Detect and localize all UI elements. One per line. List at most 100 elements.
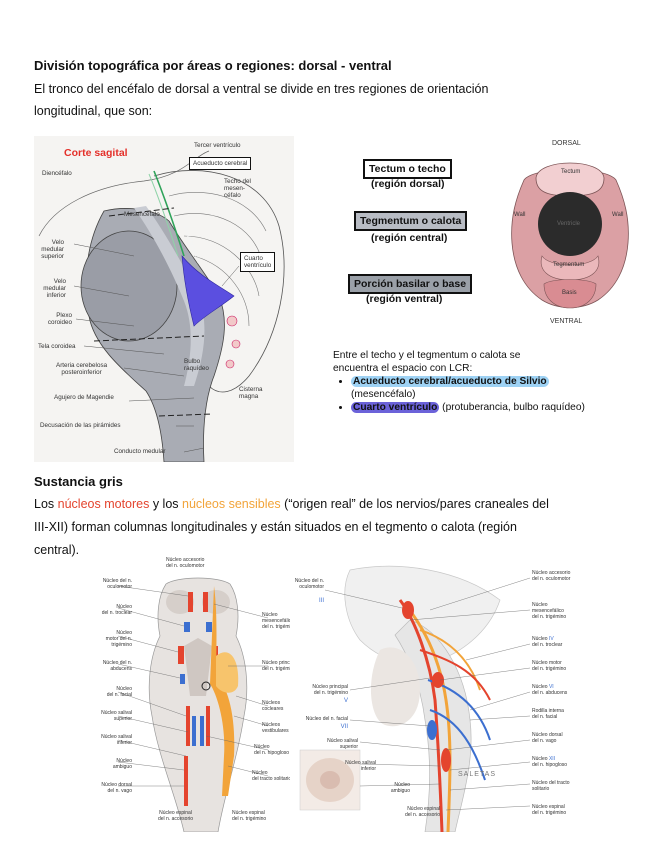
lcr-note-intro1: Entre el techo y el tegmentum o calota s… [333,350,521,361]
label-tegmentum-schematic: Tegmentum [553,262,585,268]
nuc2-r-2: Núcleo mesencefálico del n. trigémino [532,602,567,620]
lcr-item-acueducto-rest: (mesencéfalo) [351,389,416,400]
label-mesencefalo: Mesencéfalo [124,211,160,218]
label-cisterna-magna: Cisterna magna [239,386,263,400]
text-origen-real: (“origen real” de los nervios/pares cran… [280,497,549,511]
lcr-note-list: Acueducto cerebral/acueducto de Silvio (m… [333,375,633,414]
label-ventral: VENTRAL [550,318,583,325]
nuc-l-6: Núcleo salival superior [101,710,132,722]
nuc2-l-7: Núcleo espinal del n. accesorio [404,806,440,818]
nuc2-r-5-textb: del n. abducens [532,690,568,696]
nuc2-r-3-text: Núcleo [532,636,548,642]
lcr-note: Entre el techo y el tegmentum o calota s… [333,349,633,414]
nuc2-r-1: Núcleo accesorio del n. oculomotor [532,570,571,582]
nuc2-l-4: Núcleo salival superior [327,738,358,750]
nuc-r-4: Núcleos vestibulares [262,722,289,734]
nuc2-r-8-text: Núcleo [532,756,548,762]
sustancia-gris-line2: III-XII) forman columnas longitudinales … [34,520,517,534]
intro-text-line2: longitudinal, que son: [34,104,153,118]
nuc-l-3: Núcleo motor del n. trigémino [105,630,132,648]
nuc-b-2: Núcleo espinal del n. trigémino [232,810,267,822]
nuc-l-8: Núcleo ambiguo [112,758,132,770]
nuc-r-6: Núcleo del tracto solitario [252,770,292,782]
nuclei-dorsal-figure: Núcleo accesorio del n. oculomotor Núcle… [88,556,303,832]
highlight-acueducto: Acueducto cerebral/acueducto de Silvio [351,376,549,387]
nuc2-r-7: Núcleo dorsal del n. vago [532,732,563,744]
nuc2-r-5-text: Núcleo [532,684,548,690]
label-velo-inferior: Velo medular inferior [43,278,66,299]
nuc2-l-1: Núcleo del n. oculomotor [294,578,324,590]
nuc-l-4: Núcleo del n. abducens [102,660,132,672]
sagittal-section-figure: Corte sagital Tercer ventrículo Acueduct… [34,136,294,462]
region-box-tectum: Tectum o techo [363,159,452,179]
label-decusacion-piramides: Decusación de las pirámides [40,422,121,429]
label-conducto-medular: Conducto medular [114,448,166,455]
label-agujero-magendie: Agujero de Magendie [54,394,114,401]
nuc2-l-3: Núcleo del n. facial [305,716,348,722]
nuc2-r-10: Núcleo espinal del n. trigémino [532,804,567,816]
nuc2-l-1-roman: III [318,598,324,604]
lcr-item-cuarto-rest: (protuberancia, bulbo raquídeo) [439,402,585,413]
label-tectum-schematic: Tectum [561,169,581,175]
label-tercer-ventriculo: Tercer ventrículo [194,142,241,149]
nuclei-lateral-figure: Núcleo del n. oculomotor III Núcleo prin… [290,560,620,832]
region-box-tegmentum: Tegmentum o calota [354,211,468,231]
nuclei-lateral-diagram [299,565,531,832]
label-techo-mesencefalo: Techo del mesen- céfalo [224,178,251,199]
lcr-note-intro2: encuentra el espacio con LCR: [333,363,473,374]
nuc2-r-5-roman: VI [548,684,554,690]
label-wall-right: Wall [612,212,624,218]
text-los: Los [34,497,58,511]
nuc2-r-8-textb: del n. hipogloso [532,762,568,768]
nuc-r-2: Núcleo principal del n. trigémino [262,660,298,672]
section-title-sustancia-gris: Sustancia gris [34,474,123,489]
label-basis-schematic: Basis [562,290,577,296]
text-nucleos-sensibles: núcleos sensibles [182,497,281,511]
nuc2-l-5: Núcleo salival inferior [345,760,376,772]
nuc-b-1: Núcleo espinal del n. accesorio [158,810,194,822]
nuclei-dorsal-diagram [117,577,269,832]
label-ventricle-schematic: Ventricle [557,221,581,227]
label-diencefalo: Diencéfalo [42,170,72,177]
lcr-item-acueducto: Acueducto cerebral/acueducto de Silvio (m… [351,375,633,401]
label-wall-left: Wall [514,212,526,218]
label-acueducto-cerebral: Acueducto cerebral [189,157,252,170]
label-plexo-coroideo: Plexo coroideo [47,312,72,326]
label-velo-superior: Velo medular superior [41,239,64,260]
nuc-l-9: Núcleo dorsal del n. vago [101,782,132,794]
region-sub-central: (región central) [371,232,448,244]
highlight-cuarto-ventriculo: Cuarto ventrículo [351,402,440,413]
nuc2-r-4: Núcleo motor del n. trigémino [532,660,567,672]
nuc2-l-6: Núcleo ambiguo [390,782,410,794]
lcr-item-cuarto: Cuarto ventrículo (protuberancia, bulbo … [351,401,633,414]
nuc2-r-9: Núcleo del tracto solitario [532,780,570,792]
label-arteria-cerebelosa: Arteria cerebelosa posteroinferior [56,362,108,376]
nuc-r-1: Núcleo mesencefálico del n. trigémino [262,612,297,630]
nuc-r-3: Núcleos cocleares [262,700,284,712]
nuc2-r-3-textb: del n. troclear [532,642,563,648]
nuc-l-top: Núcleo accesorio del n. oculomotor [166,557,205,569]
sustancia-gris-line1: Los núcleos motores y los núcleos sensib… [34,493,549,515]
intro-text-line1: El tronco del encéfalo de dorsal a ventr… [34,82,489,96]
label-dorsal: DORSAL [552,140,581,147]
text-nucleos-motores: núcleos motores [57,497,150,511]
nuc2-r-6: Rodilla interna del n. facial [532,708,564,720]
sustancia-gris-line3: central). [34,543,80,557]
nuc-l-5: Núcleo del n. facial [106,686,132,698]
nuc2-r-8-roman: XII [548,756,556,762]
region-sub-ventral: (región ventral) [366,293,443,305]
nuc2-l-3-roman: VII [340,724,348,730]
nuc-l-7: Núcleo salival inferior [101,734,132,746]
label-bulbo-raquideo: Bulbo raquídeo [184,358,209,372]
nuc-r-5: Núcleo del n. hipogloso [254,744,290,756]
watermark-saletas: SALETAS [458,771,496,778]
sagittal-title: Corte sagital [64,147,128,159]
label-tela-coroidea: Tela coroidea [38,343,76,350]
nuc2-l-2: Núcleo principal del n. trigémino [312,684,348,696]
nuc-l-2: Núcleo del n. troclear [101,604,132,616]
nuc-l-1: Núcleo del n. oculomotor [102,578,132,590]
nuc2-r-3-roman: IV [548,636,554,642]
